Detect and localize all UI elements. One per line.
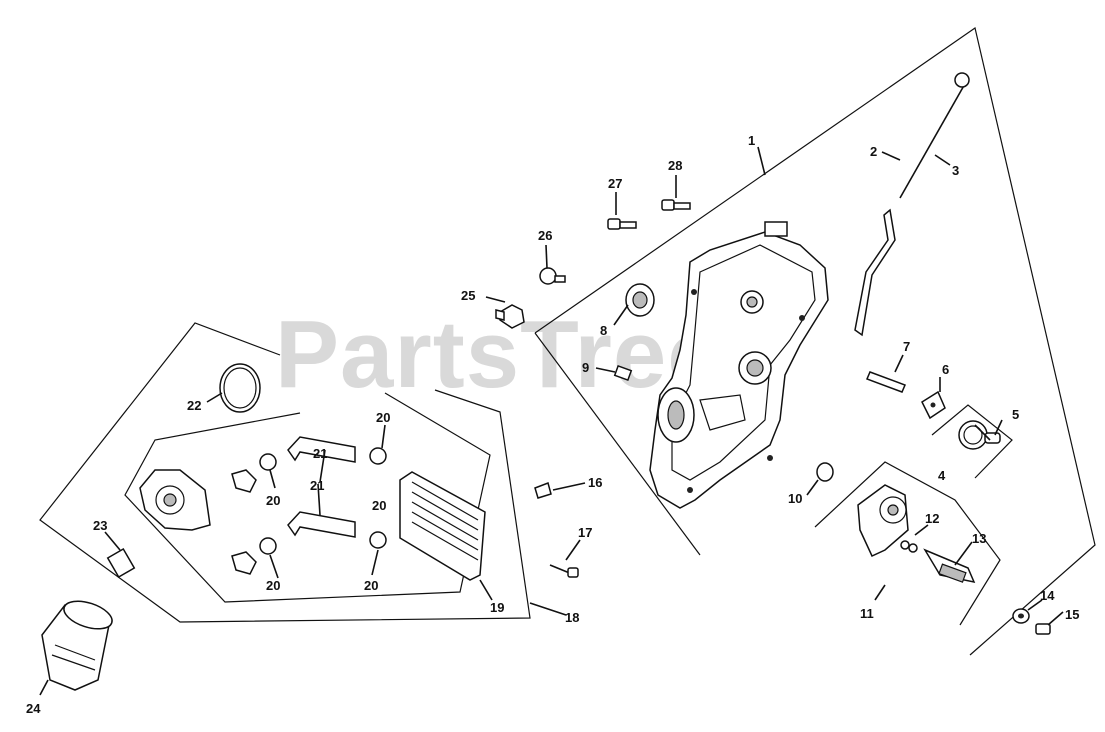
callout-labels: 1 2 3 4 5 6 7 8 9 10 11 12 13 14 15 16 1… bbox=[26, 133, 1079, 716]
group-outline-cover-left bbox=[534, 332, 701, 556]
clamp-part-1 bbox=[259, 453, 277, 471]
callout-20-d: 20 bbox=[266, 578, 280, 593]
oil-pressure-switch-part bbox=[539, 267, 566, 285]
callout-22: 22 bbox=[187, 398, 201, 413]
sealing-washer-part bbox=[1012, 608, 1030, 624]
callout-10: 10 bbox=[788, 491, 802, 506]
callout-21-b: 21 bbox=[310, 478, 324, 493]
clamp-part-4 bbox=[369, 531, 387, 549]
callout-5: 5 bbox=[1012, 407, 1019, 422]
callout-24: 24 bbox=[26, 701, 41, 716]
o-ring-small-part bbox=[816, 462, 834, 482]
oil-seal-part bbox=[625, 283, 655, 317]
callout-3: 3 bbox=[952, 163, 959, 178]
callout-20-e: 20 bbox=[364, 578, 378, 593]
bolt-part-28 bbox=[661, 199, 691, 211]
callout-18: 18 bbox=[565, 610, 579, 625]
callout-20-b: 20 bbox=[266, 493, 280, 508]
clip-part bbox=[534, 482, 552, 499]
callout-25: 25 bbox=[461, 288, 475, 303]
group-outline-cover bbox=[534, 27, 1096, 656]
oil-cooler-part bbox=[399, 471, 486, 581]
callout-8: 8 bbox=[600, 323, 607, 338]
long-bolt-part bbox=[549, 564, 579, 578]
oil-pump-part bbox=[857, 484, 918, 557]
group-outline-gear bbox=[931, 404, 1013, 479]
callout-2: 2 bbox=[870, 144, 877, 159]
callout-27: 27 bbox=[608, 176, 622, 191]
callout-1: 1 bbox=[748, 133, 755, 148]
dipstick-tube-part bbox=[854, 208, 896, 337]
clamp-part-2 bbox=[369, 447, 387, 465]
callout-12: 12 bbox=[925, 511, 939, 526]
hose-upper-part bbox=[287, 436, 356, 463]
callout-17: 17 bbox=[578, 525, 592, 540]
hose-lower-part bbox=[287, 511, 356, 538]
crankcase-cover-part bbox=[649, 221, 829, 509]
callout-20-a: 20 bbox=[376, 410, 390, 425]
adapter-block-part bbox=[139, 469, 211, 531]
callout-4: 4 bbox=[938, 468, 946, 483]
plug-part bbox=[613, 364, 633, 382]
group-outline-oil-cooler bbox=[39, 322, 531, 623]
group-outline-oil-pump bbox=[814, 461, 1001, 626]
nipple-part bbox=[106, 547, 136, 579]
callout-16: 16 bbox=[588, 475, 602, 490]
callout-20-c: 20 bbox=[372, 498, 386, 513]
fitting-part-1 bbox=[231, 469, 257, 493]
callout-23: 23 bbox=[93, 518, 107, 533]
callout-28: 28 bbox=[668, 158, 682, 173]
callout-21-a: 21 bbox=[313, 446, 327, 461]
dipstick-part bbox=[899, 72, 970, 199]
callout-6: 6 bbox=[942, 362, 949, 377]
callout-15: 15 bbox=[1065, 607, 1079, 622]
drain-screw-part bbox=[1035, 623, 1051, 635]
governor-gear-part bbox=[958, 420, 1001, 450]
group-outline-kit bbox=[124, 392, 491, 603]
fitting-part-2 bbox=[231, 551, 257, 575]
o-ring-large-part bbox=[219, 363, 261, 413]
callout-7: 7 bbox=[903, 339, 910, 354]
washer-part bbox=[921, 390, 946, 420]
dowel-pin-part bbox=[866, 371, 906, 393]
bolt-part-27 bbox=[607, 218, 637, 230]
callout-14: 14 bbox=[1040, 588, 1055, 603]
relief-valve-part bbox=[923, 548, 976, 584]
callout-11: 11 bbox=[860, 606, 874, 621]
clamp-part-3 bbox=[259, 537, 277, 555]
callout-9: 9 bbox=[582, 360, 589, 375]
callout-19: 19 bbox=[490, 600, 504, 615]
leader-lines bbox=[39, 146, 1064, 696]
oil-filter-part bbox=[41, 600, 113, 691]
callout-13: 13 bbox=[972, 531, 986, 546]
elbow-fitting-part bbox=[495, 304, 525, 329]
callout-26: 26 bbox=[538, 228, 552, 243]
